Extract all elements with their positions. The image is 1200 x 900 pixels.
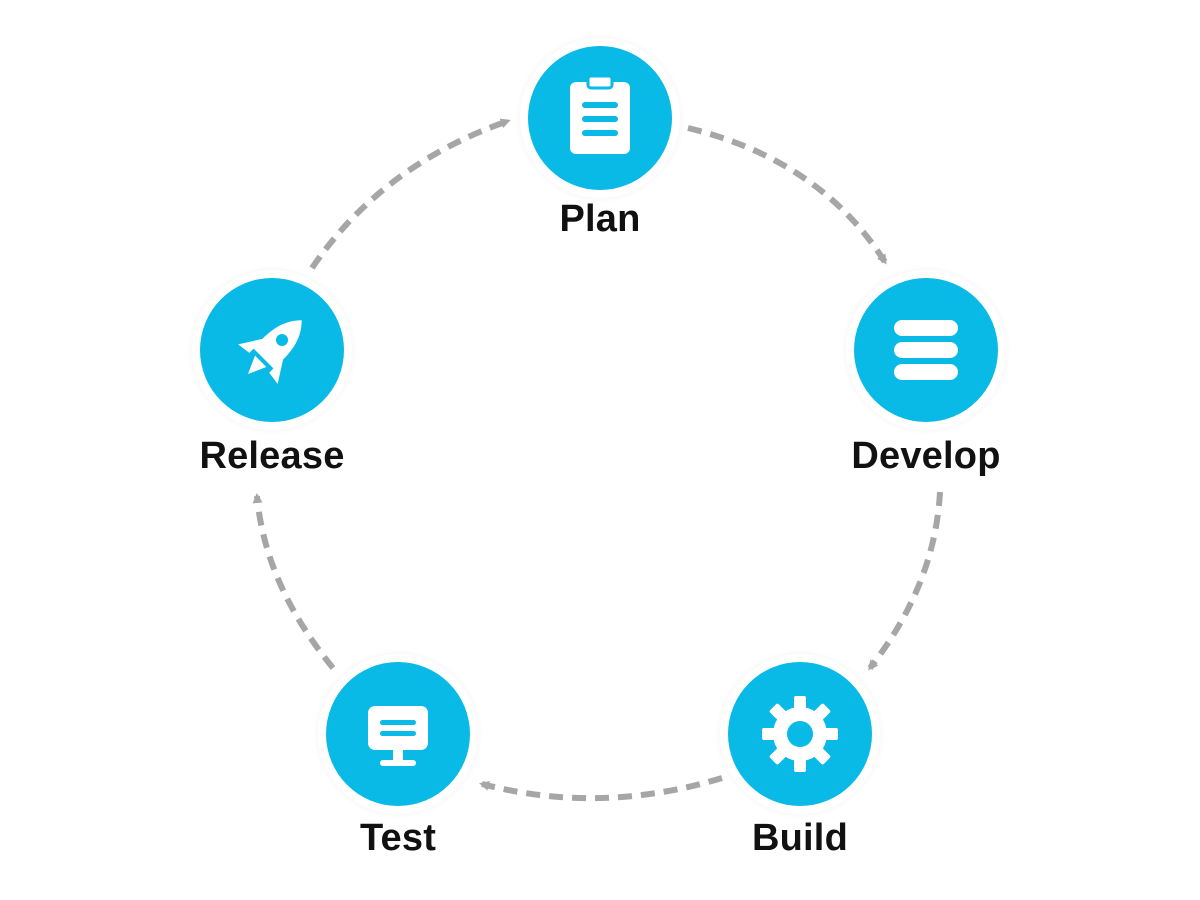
monitor-icon [368, 706, 428, 766]
arrow-plan-to-develop [687, 125, 888, 265]
arrow-release-to-plan [309, 118, 511, 270]
stage-build-label: Build [752, 817, 848, 859]
rocket-icon [238, 320, 302, 384]
stage-test-label: Test [359, 817, 437, 859]
stage-develop-node [854, 278, 998, 422]
database-icon [894, 320, 958, 380]
clipboard-icon [570, 74, 630, 154]
arrow-build-to-test [479, 775, 723, 802]
gear-icon [762, 696, 838, 772]
stage-test-node [326, 662, 470, 806]
stage-plan-label: Plan [559, 198, 641, 240]
stage-plan-node [528, 46, 672, 190]
arrow-develop-to-build [867, 491, 943, 671]
stage-release-node [200, 278, 344, 422]
stage-develop-label: Develop [851, 435, 1001, 477]
arrow-test-to-release [252, 493, 336, 670]
stage-release-label: Release [199, 435, 345, 477]
stage-build-node [728, 662, 872, 806]
